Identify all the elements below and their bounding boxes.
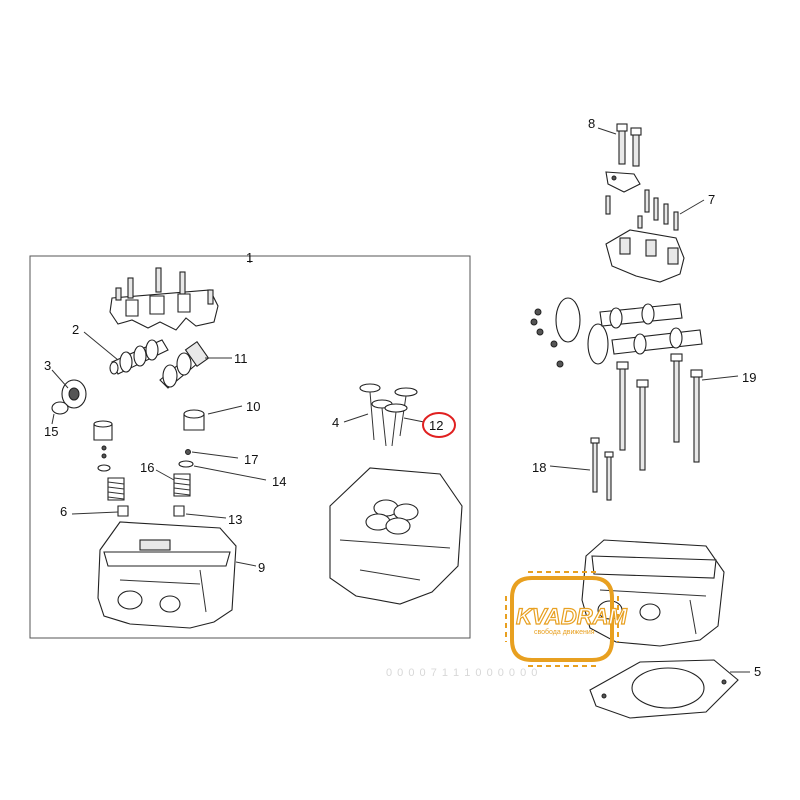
callout-4[interactable]: 4	[332, 415, 339, 430]
valves[interactable]	[359, 383, 418, 447]
callout-13[interactable]: 13	[228, 512, 242, 527]
valve-tappet-left[interactable]	[93, 420, 113, 441]
studs[interactable]	[590, 437, 614, 501]
cam-chain-guide-bracket[interactable]	[605, 171, 641, 193]
head-bolts[interactable]	[616, 353, 703, 471]
camshaft-intake[interactable]	[109, 339, 169, 375]
valve-keepers-left[interactable]	[97, 445, 111, 472]
drawing-code: 0 0 0 0 7 1 1 1 0 0 0 0 0 0	[386, 667, 538, 679]
callout-3[interactable]: 3	[44, 358, 51, 373]
valve-tappet[interactable]	[183, 409, 205, 431]
callout-16[interactable]: 16	[140, 460, 154, 475]
callout-6[interactable]: 6	[60, 504, 67, 519]
circlip[interactable]	[51, 401, 69, 415]
cam-carrier-bolts[interactable]	[605, 189, 679, 231]
callout-8[interactable]: 8	[588, 116, 595, 131]
callout-10[interactable]: 10	[246, 399, 260, 414]
watermark-logo: KVADRAM свобода движения	[505, 571, 628, 667]
valve-stem-seal[interactable]	[173, 505, 185, 517]
cam-cap-bolts[interactable]	[616, 123, 642, 167]
cylinder-head[interactable]	[97, 521, 237, 629]
head-gasket[interactable]	[589, 659, 739, 719]
callout-15[interactable]: 15	[44, 424, 58, 439]
valve-spring[interactable]	[173, 473, 191, 497]
callout-1[interactable]: 1	[246, 250, 253, 265]
callout-12[interactable]: 12	[429, 418, 443, 433]
cam-carrier[interactable]	[605, 229, 685, 283]
cam-cap-assembly[interactable]	[109, 267, 219, 331]
watermark-tagline: свобода движения	[534, 628, 595, 636]
callout-14[interactable]: 14	[272, 474, 286, 489]
callout-17[interactable]: 17	[244, 452, 258, 467]
callout-7[interactable]: 7	[708, 192, 715, 207]
valve-stem-seal-left[interactable]	[117, 505, 129, 517]
cylinder-head-assembly[interactable]	[329, 467, 463, 605]
callout-9[interactable]: 9	[258, 560, 265, 575]
spring-retainer[interactable]	[178, 460, 194, 468]
cam-sprockets[interactable]	[530, 297, 609, 368]
valve-spring-left[interactable]	[107, 477, 125, 501]
camshafts[interactable]	[599, 303, 703, 355]
camshaft-exhaust[interactable]	[159, 341, 210, 389]
callout-11[interactable]: 11	[234, 351, 248, 366]
callout-5[interactable]: 5	[754, 664, 761, 679]
callout-18[interactable]: 18	[532, 460, 546, 475]
callout-2[interactable]: 2	[72, 322, 79, 337]
callout-19[interactable]: 19	[742, 370, 756, 385]
cam-sprocket-hub[interactable]	[61, 379, 87, 409]
valve-keeper[interactable]	[185, 449, 191, 455]
highlight-ring	[422, 412, 456, 438]
cylinder-head-complete[interactable]	[581, 539, 725, 647]
watermark-brand: KVADRAM	[516, 604, 627, 629]
